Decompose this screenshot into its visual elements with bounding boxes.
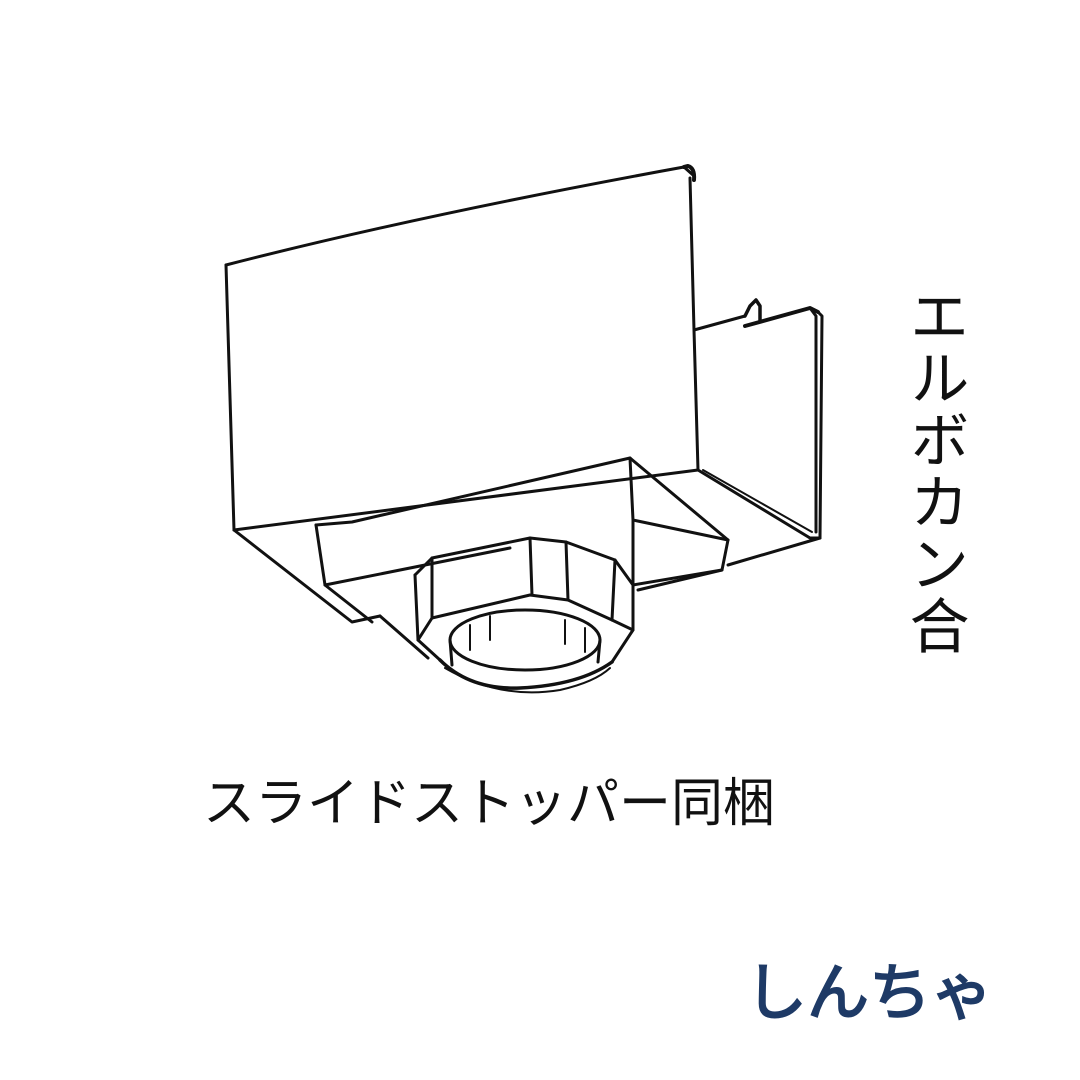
- bottom-face: [232, 468, 700, 660]
- brand-logo-text: しんちゃ: [745, 956, 994, 1029]
- right-wing: [692, 298, 824, 540]
- back-panel: [224, 164, 700, 532]
- product-caption: スライドストッパー同梱: [203, 774, 776, 834]
- product-name-label: エルボカン合: [899, 285, 969, 657]
- recessed-tray: [314, 456, 822, 624]
- slide-stopper: [413, 536, 635, 694]
